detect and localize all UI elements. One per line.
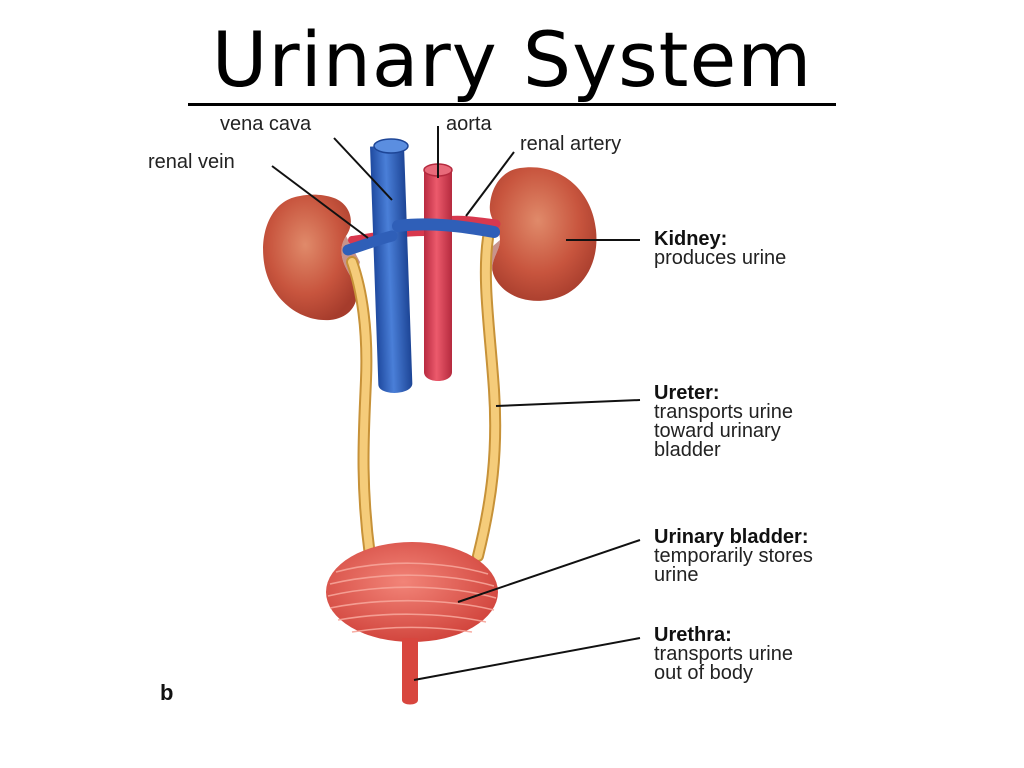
title-underline — [188, 103, 836, 106]
right-ureter-fill — [474, 234, 500, 560]
vena-cava-vessel — [370, 145, 413, 393]
callout-bladder-desc: temporarily stores urine — [654, 545, 813, 586]
leader-renal-vein — [271, 165, 369, 239]
bladder-muscle-lines — [327, 562, 497, 633]
callout-bladder: Urinary bladder: temporarily stores urin… — [654, 526, 813, 586]
callout-bladder-head: Urinary bladder: — [654, 526, 809, 548]
label-aorta: aorta — [446, 113, 492, 135]
callout-ureter-head: Ureter: — [654, 382, 720, 404]
leader-bladder — [457, 539, 641, 603]
left-renal-vein — [342, 230, 398, 256]
callout-urethra-desc: transports urine out of body — [654, 643, 793, 684]
vena-cava-opening — [373, 138, 409, 154]
page-title: Urinary System — [211, 15, 813, 104]
callout-kidney-desc: produces urine — [654, 247, 787, 269]
callout-urethra: Urethra: transports urine out of body — [654, 624, 793, 684]
aorta-vessel — [424, 170, 452, 381]
leader-ureter — [495, 399, 641, 407]
leader-vena-cava — [333, 137, 393, 201]
callout-kidney: Kidney: produces urine — [654, 228, 787, 269]
callout-urethra-head: Urethra: — [654, 624, 732, 646]
label-renal-vein: renal vein — [148, 151, 235, 173]
right-kidney — [489, 167, 597, 301]
leader-urethra — [413, 637, 641, 681]
label-renal-artery: renal artery — [520, 133, 622, 155]
urethra — [402, 638, 418, 705]
leader-renal-artery — [465, 151, 515, 217]
callout-ureter-desc: transports urine toward urinary bladder — [654, 401, 793, 461]
panel-letter: b — [160, 680, 174, 705]
callout-ureter: Ureter: transports urine toward urinary … — [654, 382, 793, 461]
left-ureter-fill — [348, 258, 374, 560]
left-kidney — [263, 194, 357, 321]
right-renal-vein — [392, 218, 500, 238]
callout-kidney-head: Kidney: — [654, 228, 728, 250]
label-vena-cava: vena cava — [220, 113, 312, 135]
